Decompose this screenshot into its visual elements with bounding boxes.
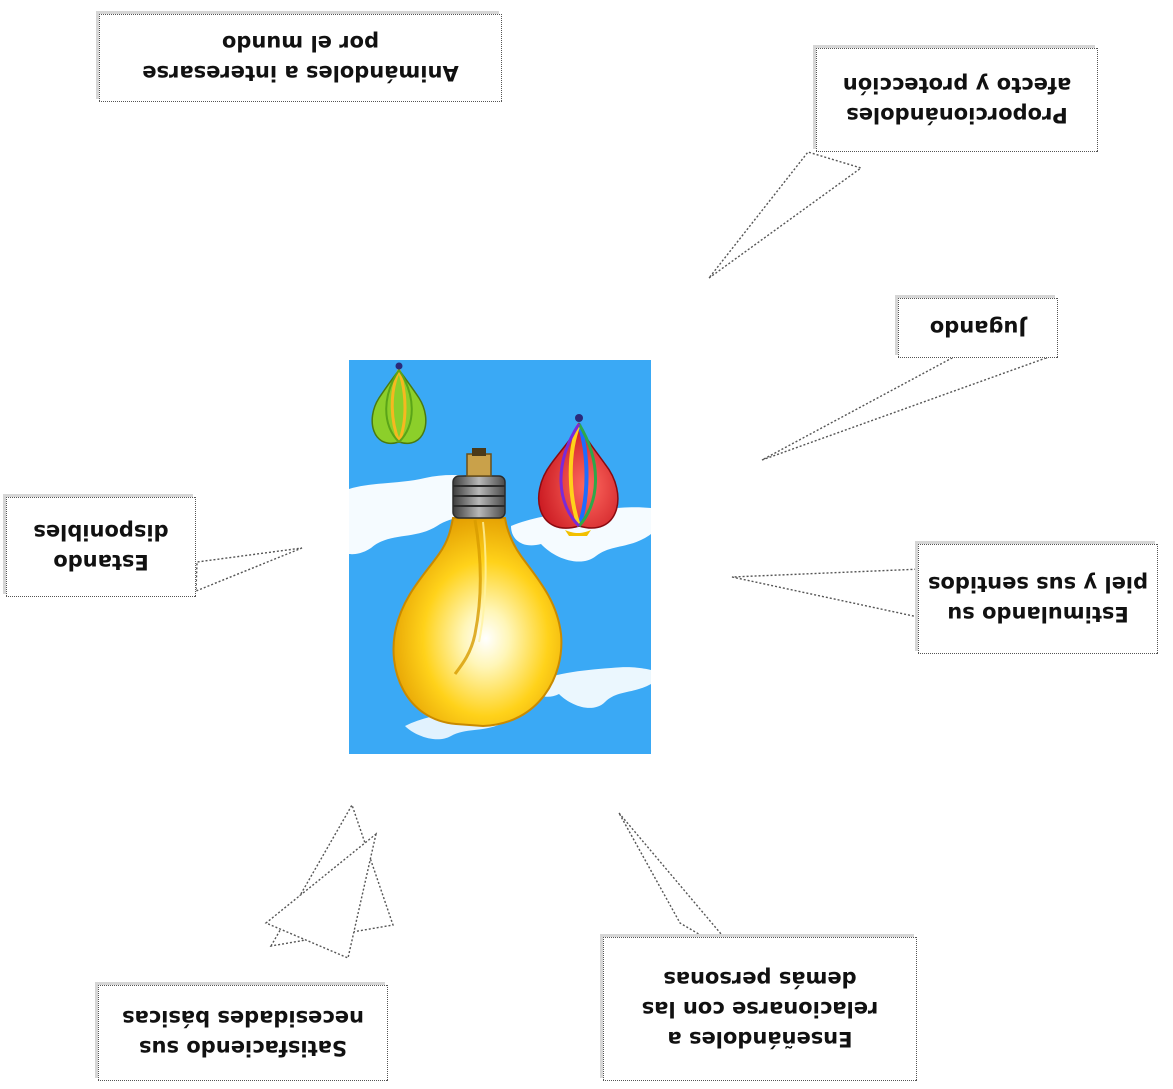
striped-balloon [537,414,619,536]
callout-afecto-line-2: afecto y protección [842,73,1072,97]
callout-relacionarse-line-1: Enseñándoles a [667,1027,853,1051]
callout-disponibles: Estando disponibles [6,497,196,597]
callout-afecto: Proporcionándoles afecto y protección [816,48,1098,152]
callout-necesidades: Satisfaciendo sus necesidades básicas [98,985,388,1081]
callout-estimulando: Estimulando su piel y sus sentidos [918,544,1158,654]
lightbulb-illustration [349,360,651,754]
callout-mundo: Animándoles a interesarse por el mundo [99,14,502,102]
connector-jugando [761,328,1048,461]
callout-jugando-line-1: Jugando [929,316,1027,340]
callout-estimulando-line-1: Estimulando su [947,602,1129,626]
connector-necesidades [264,832,378,959]
green-balloon [371,362,427,445]
connector-afecto [708,151,863,279]
callout-jugando: Jugando [898,298,1058,358]
callout-relacionarse-line-3: demás personas [663,967,857,991]
callout-relacionarse: Enseñándoles a relacionarse con las demá… [603,937,917,1081]
callout-afecto-line-1: Proporcionándoles [846,103,1068,127]
callout-necesidades-line-1: Satisfaciendo sus [139,1036,347,1060]
callout-mundo-line-2: por el mundo [221,31,380,55]
callout-mundo-line-1: Animándoles a interesarse [142,61,459,85]
bulb-screw-base [452,448,506,519]
connector-disponibles [195,547,303,593]
callout-necesidades-line-2: necesidades básicas [122,1006,364,1030]
bulb [392,448,563,728]
connector-estimulando [731,568,923,618]
bulb-filament [453,519,482,675]
callout-relacionarse-line-2: relacionarse con las [641,997,879,1021]
callout-estimulando-line-2: piel y sus sentidos [927,572,1149,596]
callout-disponibles-line-2: disponibles [33,520,169,544]
callout-disponibles-line-1: Estando [53,550,149,574]
